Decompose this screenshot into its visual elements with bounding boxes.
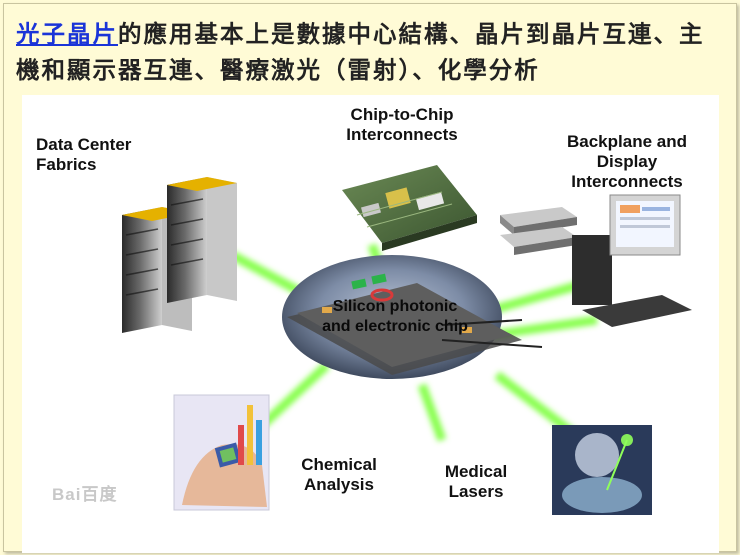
headline: 光子晶片的應用基本上是數據中心結構、晶片到晶片互連、主機和顯示器互連、醫療激光（…	[16, 16, 728, 88]
fingertip-chip-photo-icon	[173, 394, 270, 511]
watermark: Bai百度	[52, 485, 118, 504]
label-chemical-analysis: Chemical Analysis	[301, 455, 377, 494]
label-data-center-fabrics: Data Center Fabrics	[36, 135, 132, 174]
label-silicon-photonic-chip: Silicon photonic and electronic chip	[322, 298, 468, 335]
application-diagram: Data Center Fabrics Chip-to-Chip Interco…	[22, 95, 719, 553]
diagram-artwork	[122, 165, 692, 515]
circuit-board-icon	[342, 165, 477, 251]
desktop-computer-icon	[500, 194, 692, 327]
silicon-wafer-chip-icon	[282, 255, 543, 379]
headline-text: 的應用基本上是數據中心結構、晶片到晶片互連、主機和顯示器互連、醫療激光（雷射）、…	[16, 20, 705, 84]
photonic-chip-link[interactable]: 光子晶片	[16, 20, 118, 48]
label-medical-lasers: Medical Lasers	[444, 462, 508, 501]
label-backplane-display: Backplane and Display Interconnects	[567, 132, 687, 191]
medical-laser-surgery-photo-icon	[552, 425, 652, 515]
server-rack-icon	[122, 177, 237, 333]
label-chip-to-chip: Chip-to-Chip Interconnects	[346, 105, 458, 144]
